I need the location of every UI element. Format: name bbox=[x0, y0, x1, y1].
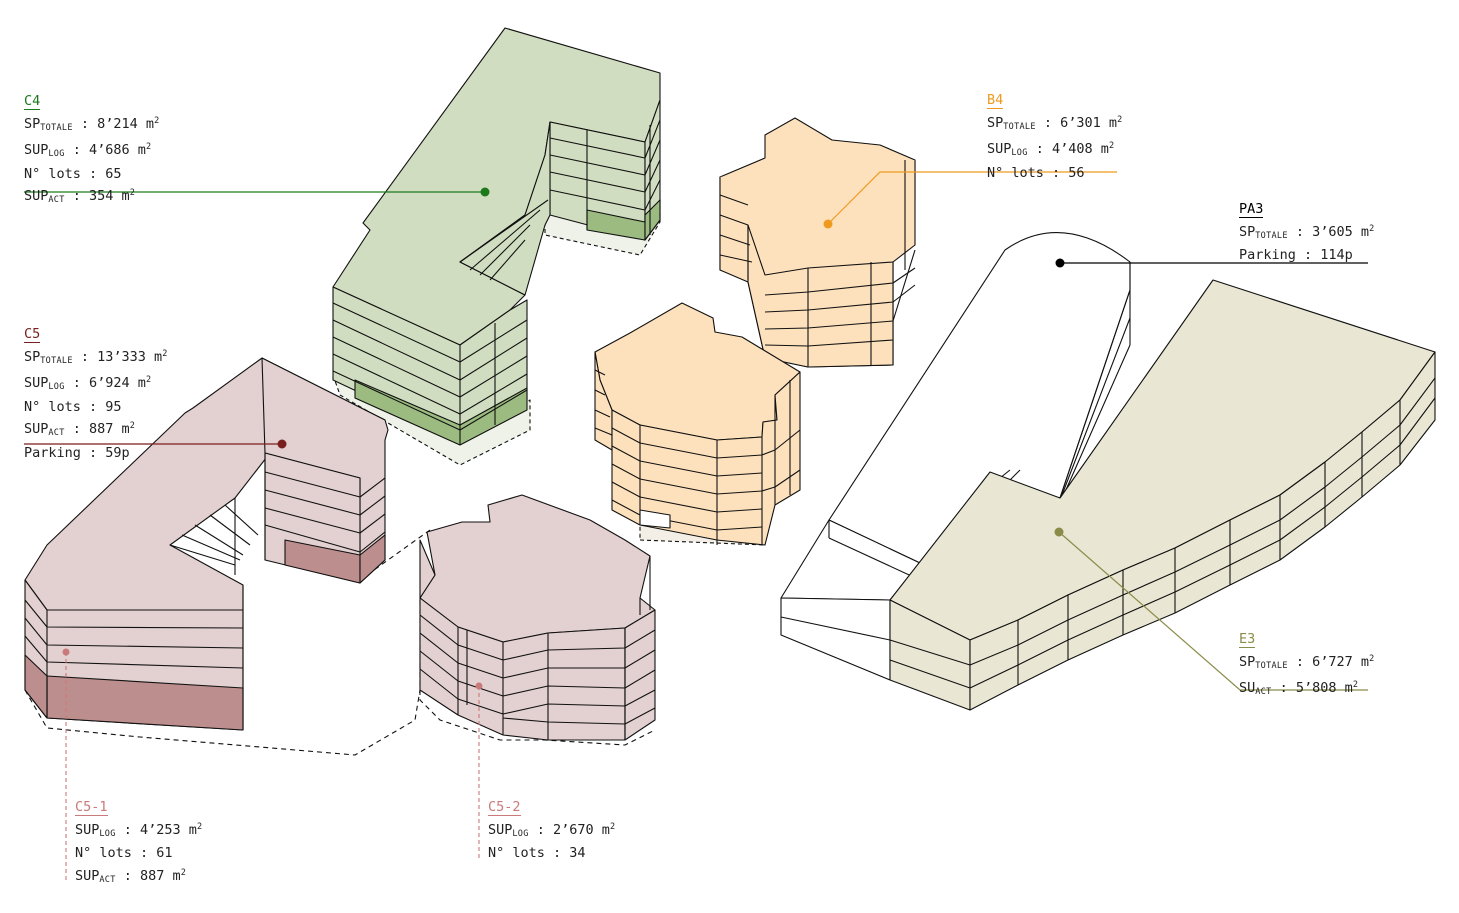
label-e3-sp: SPTOTALE : 6’727 m2 bbox=[1239, 653, 1375, 671]
c5-1-dot bbox=[62, 648, 70, 656]
label-c5-1: C5-1 SUPLOG : 4’253 m2 N° lots : 61 SUPA… bbox=[75, 798, 202, 890]
label-c5-2: C5-2 SUPLOG : 2’670 m2 N° lots : 34 bbox=[488, 798, 615, 864]
label-c4-lots: N° lots : 65 bbox=[24, 165, 122, 182]
label-c5-2-title: C5-2 bbox=[488, 799, 521, 816]
building-c5 bbox=[24, 357, 431, 756]
c5-2-dot bbox=[475, 682, 483, 690]
label-e3-su-act: SUACT : 5’808 m2 bbox=[1239, 680, 1358, 697]
label-pa3-parking: Parking : 114p bbox=[1239, 247, 1353, 263]
label-c5-parking: Parking : 59p bbox=[24, 444, 130, 461]
label-c5-sp: SPTOTALE : 13’333 m2 bbox=[24, 348, 168, 366]
e3-leader bbox=[1058, 531, 1368, 691]
label-e3: E3 SPTOTALE : 6’727 m2 SUACT : 5’808 m2 bbox=[1239, 630, 1374, 703]
label-c5-1-title: C5-1 bbox=[75, 799, 108, 816]
label-b4-lots: N° lots : 56 bbox=[987, 164, 1085, 181]
label-pa3: PA3 SPTOTALE : 3’605 m2 Parking : 114p bbox=[1239, 200, 1374, 266]
building-pa3 bbox=[780, 232, 1131, 681]
e3-dot bbox=[1054, 527, 1064, 537]
label-b4-sp: SPTOTALE : 6’301 m2 bbox=[987, 114, 1123, 132]
leaders bbox=[24, 171, 1368, 880]
label-c4-sup-log: SUPLOG : 4’686 m2 bbox=[24, 142, 152, 159]
b4-leader bbox=[827, 171, 1117, 225]
label-b4-sup-log: SUPLOG : 4’408 m2 bbox=[987, 141, 1115, 158]
c5-dot bbox=[277, 439, 287, 449]
label-b4: B4 SPTOTALE : 6’301 m2 SUPLOG : 4’408 m2… bbox=[987, 91, 1122, 183]
label-e3-title: E3 bbox=[1239, 631, 1256, 648]
c4-dot bbox=[480, 187, 490, 197]
label-pa3-title: PA3 bbox=[1239, 201, 1264, 218]
label-c5-1-sup-log: SUPLOG : 4’253 m2 bbox=[75, 821, 203, 839]
label-c5-title: C5 bbox=[24, 326, 41, 343]
label-c5: C5 SPTOTALE : 13’333 m2 SUPLOG : 6’924 m… bbox=[24, 325, 167, 463]
pa3-dot bbox=[1055, 258, 1065, 268]
label-c5-sup-log: SUPLOG : 6’924 m2 bbox=[24, 375, 152, 392]
building-b-lower bbox=[594, 302, 801, 546]
label-c5-lots: N° lots : 95 bbox=[24, 398, 122, 415]
label-b4-title: B4 bbox=[987, 92, 1004, 109]
label-c5-sup-act: SUPACT : 887 m2 bbox=[24, 421, 135, 438]
building-e3 bbox=[889, 279, 1436, 711]
label-c5-1-sup-act: SUPACT : 887 m2 bbox=[75, 867, 186, 885]
building-c4 bbox=[332, 27, 661, 466]
building-c5-2 bbox=[419, 494, 656, 746]
label-c5-2-sup-log: SUPLOG : 2’670 m2 bbox=[488, 821, 616, 839]
c5-2-roof bbox=[419, 494, 656, 643]
label-c4-sp: SPTOTALE : 8’214 m2 bbox=[24, 115, 160, 133]
b4-dot bbox=[823, 219, 833, 229]
label-c4-title: C4 bbox=[24, 93, 41, 110]
label-c4-sup-act: SUPACT : 354 m2 bbox=[24, 188, 135, 205]
label-c4: C4 SPTOTALE : 8’214 m2 SUPLOG : 4’686 m2… bbox=[24, 92, 159, 211]
label-pa3-sp: SPTOTALE : 3’605 m2 bbox=[1239, 223, 1375, 241]
e3-side bbox=[969, 351, 1436, 711]
pa3-face-front bbox=[780, 597, 891, 681]
label-c5-2-lots: N° lots : 34 bbox=[488, 845, 586, 861]
building-b4 bbox=[719, 117, 916, 368]
label-c5-1-lots: N° lots : 61 bbox=[75, 845, 173, 861]
